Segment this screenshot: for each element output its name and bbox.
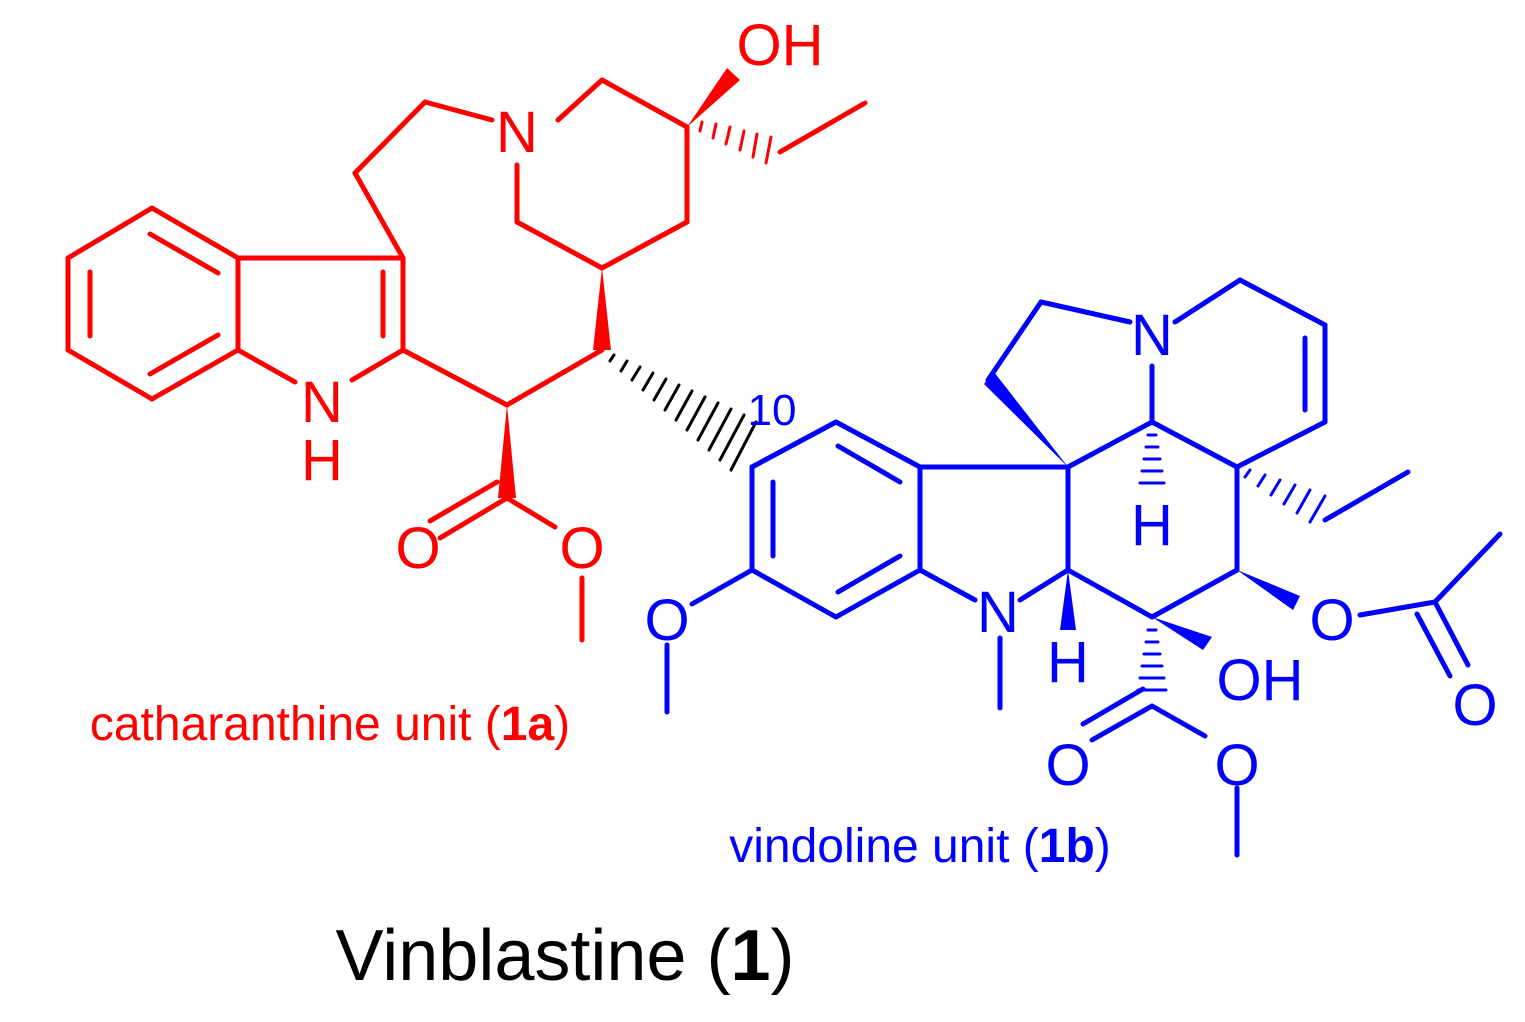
ethyl-hashed-bond bbox=[698, 120, 773, 165]
catharanthine-caption: catharanthine unit (1a) bbox=[90, 698, 570, 751]
pyrrolidine-wedge-bond bbox=[984, 372, 1068, 467]
h-wedge-bond bbox=[1060, 570, 1076, 630]
ch-wedge-bond bbox=[593, 268, 611, 350]
catharanthine-caption-suffix: ) bbox=[554, 698, 570, 751]
vindoline-caption: vindoline unit (1b) bbox=[729, 820, 1111, 873]
vindoline-benzene-ring bbox=[749, 419, 923, 620]
catharanthine-caption-bold: 1a bbox=[501, 698, 555, 751]
ethyl-hashed-bond bbox=[1243, 468, 1327, 524]
vindoline-caption-suffix: ) bbox=[1095, 820, 1111, 873]
oh-wedge-bond bbox=[1152, 617, 1212, 650]
catharanthine-benzene-ring bbox=[65, 205, 241, 402]
catharanthine-ester-o-label: O bbox=[559, 516, 604, 581]
catharanthine-pyrrole-ring bbox=[235, 255, 406, 385]
vindoline-h-ring-label: H bbox=[1131, 493, 1173, 558]
catharanthine-caption-prefix: catharanthine unit ( bbox=[90, 698, 501, 751]
vindoline-caption-prefix: vindoline unit ( bbox=[729, 820, 1039, 873]
ester-hashed-bond bbox=[1136, 628, 1168, 692]
title: Vinblastine (1) bbox=[336, 916, 795, 996]
catharanthine-n-label: N bbox=[496, 100, 538, 165]
title-prefix: Vinblastine ( bbox=[336, 916, 731, 996]
vindoline-acetyl-o-label: O bbox=[1452, 673, 1497, 738]
vindoline-carbonyl-o-label: O bbox=[1045, 733, 1090, 798]
catharanthine-oh-label: OH bbox=[737, 13, 824, 78]
vindoline-methoxy-o-label: O bbox=[644, 588, 689, 653]
linking-hashed-bond bbox=[608, 353, 758, 472]
vindoline-ester-o-label: O bbox=[1214, 733, 1259, 798]
catharanthine-atom-labels: OH N N H O O bbox=[301, 13, 823, 581]
catharanthine-nh-h-label: H bbox=[301, 428, 343, 493]
title-suffix: ) bbox=[770, 916, 794, 996]
vindoline-h-ring2-label: H bbox=[1047, 630, 1089, 695]
vindoline-n-top-label: N bbox=[1131, 303, 1173, 368]
catharanthine-macrocycle bbox=[352, 77, 868, 643]
position-10-label: 10 bbox=[748, 386, 797, 435]
vindoline-unit bbox=[664, 277, 1503, 858]
catharanthine-nh-n-label: N bbox=[301, 370, 343, 435]
catharanthine-unit bbox=[65, 68, 868, 643]
h-hashed-bond bbox=[1138, 433, 1166, 485]
vindoline-indoline-n-label: N bbox=[977, 580, 1019, 645]
oh-wedge-bond bbox=[687, 68, 740, 127]
vindoline-oh-label: OH bbox=[1217, 648, 1304, 713]
catharanthine-carbonyl-o-label: O bbox=[395, 516, 440, 581]
vindoline-caption-bold: 1b bbox=[1039, 820, 1095, 873]
title-bold: 1 bbox=[730, 916, 770, 996]
ester-wedge-bond bbox=[498, 405, 516, 498]
acetoxy-wedge-bond bbox=[1237, 570, 1300, 610]
vindoline-atom-labels: N H O N H OH O O O O bbox=[644, 303, 1497, 798]
vindoline-acetoxy-o-label: O bbox=[1309, 588, 1354, 653]
